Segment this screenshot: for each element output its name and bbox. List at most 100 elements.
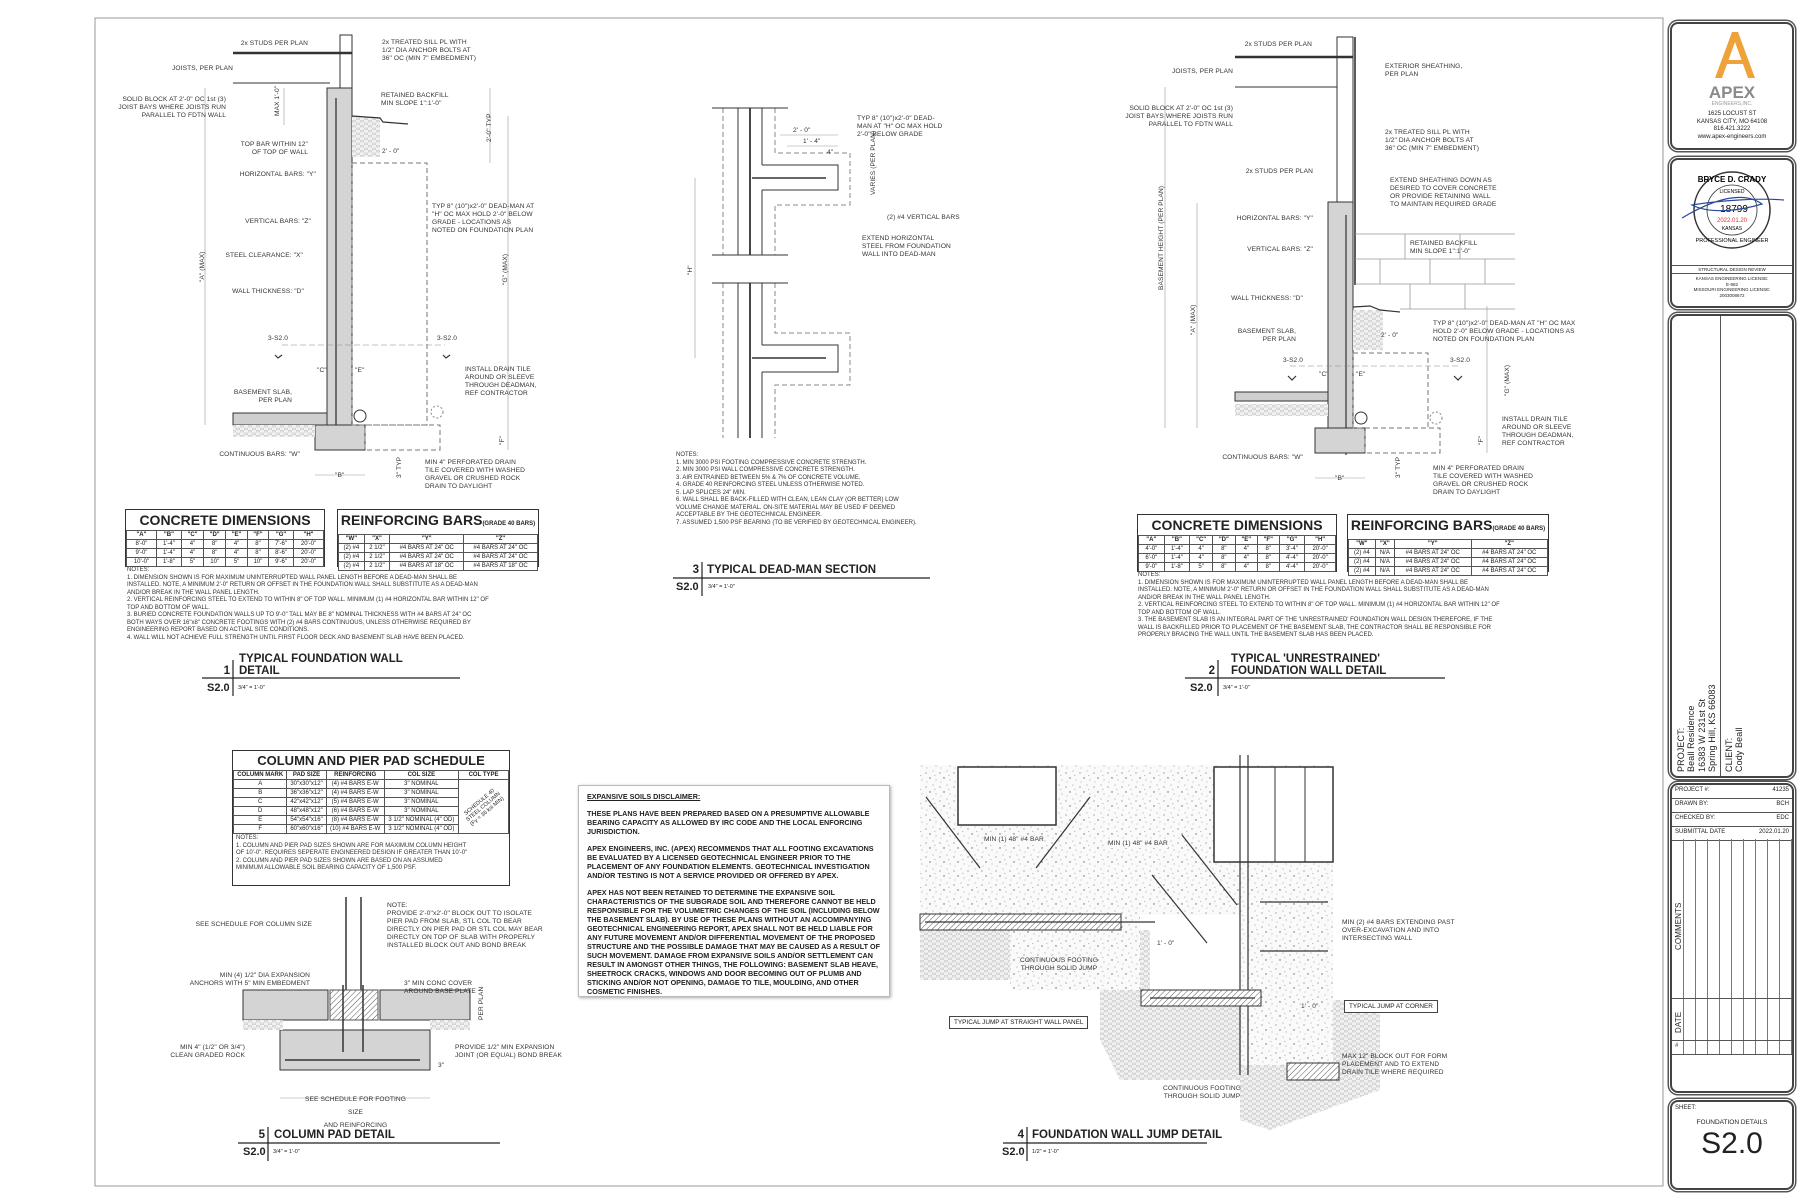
table-cell: 9'-6": [268, 557, 295, 567]
section-marker-left[interactable]: 3-S2.0: [1283, 357, 1304, 364]
table-cell: 3 1/2" NOMINAL (4" OD): [383, 815, 460, 825]
seal-name: BRYCE D. CRADY: [1698, 175, 1767, 184]
table-cell: E: [232, 815, 288, 825]
label-dim-1ft4: 1' - 4": [803, 138, 821, 145]
detail-5-sheet[interactable]: S2.0: [243, 1146, 266, 1158]
label-continuous-bars: CONTINUOUS BARS: "W": [219, 451, 300, 458]
label-per-plan: PER PLAN: [478, 986, 485, 1020]
label-backfill: RETAINED BACKFILL MIN SLOPE 1":1'-0": [1410, 240, 1478, 255]
section-marker-left[interactable]: 3-S2.0: [268, 335, 289, 342]
seal-state: KANSAS: [1722, 226, 1743, 232]
label-deadman: TYP 8" (10")x2'-0" DEAD- MAN AT "H" OC M…: [857, 115, 943, 138]
header-cell: "Z": [1470, 539, 1548, 549]
label-b: "B": [1335, 475, 1345, 482]
table-cell: 4": [225, 548, 248, 558]
header-cell: "H": [293, 530, 324, 540]
sheet-title: FOUNDATION DETAILS: [1696, 1119, 1768, 1126]
table-cell: 4": [225, 539, 248, 549]
label-bar-2: MIN (1) 48" #4 BAR: [1108, 840, 1168, 848]
info-value: EDC: [1776, 815, 1789, 821]
table-cell: 8": [1211, 553, 1236, 563]
concrete-dimensions-grid: "A""B""C""D""E""F""G""H"4'-0"1'-4"4"8"4"…: [1138, 535, 1336, 572]
table-cell: 20'-0": [1304, 553, 1336, 563]
label-varies: VARIES (PER PLAN): [870, 130, 877, 195]
label-dim-2: 1' - 0": [1301, 1003, 1319, 1010]
label-3in-typ: 3" TYP: [1395, 456, 1402, 478]
table-row: 6'-0"1'-4"4"8"4"8"4'-4"20'-0": [1138, 553, 1336, 563]
table-cell: 4'-4": [1278, 562, 1306, 572]
header-cell: "G": [1278, 535, 1306, 545]
table-cell: 4": [1234, 544, 1258, 554]
label-steel-clearance: STEEL CLEARANCE: "X": [225, 252, 303, 259]
label-basement-height: BASEMENT HEIGHT (PER PLAN): [1158, 185, 1165, 290]
table-cell: 60"x60"x16": [286, 824, 327, 834]
detail-2-number: 2: [1208, 665, 1215, 677]
firm-logo-box: APEX ENGINEERS,INC. 1625 LOCUST ST KANSA…: [1670, 22, 1794, 150]
column-pier-pad-schedule: COLUMN AND PIER PAD SCHEDULE COLUMN MARK…: [232, 750, 510, 886]
table-cell: 1'-8": [1163, 562, 1191, 572]
label-2ft-typ: 2'-0" TYP: [486, 113, 493, 142]
comments-label: COMMENTS: [1674, 902, 1683, 950]
detail-5-drawing: [242, 897, 471, 1099]
label-blockout-note: NOTE: PROVIDE 2'-0"x2'-0" BLOCK OUT TO I…: [387, 902, 543, 949]
detail-3-drawing: [694, 107, 851, 438]
table-cell: 6'-0": [1138, 553, 1165, 563]
section-marker-right[interactable]: 3-S2.0: [1450, 357, 1471, 364]
table-cell: A: [232, 779, 288, 789]
label-perforated-drain: MIN 4" PERFORATED DRAIN TILE COVERED WIT…: [1433, 465, 1533, 496]
schedule-notes: NOTES: 1. COLUMN AND PIER PAD SIZES SHOW…: [236, 835, 468, 871]
table-cell: 30"x30"x12": [286, 779, 327, 789]
logo-text: APEX: [1708, 83, 1756, 102]
table-cell: 3" NOMINAL: [383, 788, 460, 798]
label-solid-block: SOLID BLOCK AT 2'-0" OC 1st (3) JOIST BA…: [118, 96, 226, 119]
header-cell: "C": [180, 530, 205, 540]
sheet-number: S2.0: [1701, 1127, 1763, 1160]
table-cell: (5) #4 BARS E-W: [325, 797, 385, 807]
table-cell: #4 BARS AT 24" OC: [1394, 548, 1472, 558]
table-cell: 10": [203, 557, 227, 567]
header-cell: "A": [126, 530, 157, 540]
table-cell: 9'-0": [126, 548, 157, 558]
table-cell: 8": [203, 548, 227, 558]
detail-4-number: 4: [1017, 1129, 1024, 1141]
detail-4-sheet[interactable]: S2.0: [1002, 1146, 1025, 1158]
sheet-box: SHEET: FOUNDATION DETAILS S2.0: [1670, 1100, 1794, 1190]
label-a-max: "A" (MAX): [199, 251, 206, 283]
expansive-soils-disclaimer: EXPANSIVE SOILS DISCLAIMER: THESE PLANS …: [578, 785, 890, 997]
label-joists: JOISTS, PER PLAN: [172, 65, 233, 72]
col-type: SCHEDULE 40 STEEL COLUMN (Fy = 36 ksi MI…: [463, 787, 506, 827]
header-cell: "G": [268, 530, 295, 540]
label-b: "B": [335, 472, 345, 479]
info-value: 41235: [1772, 787, 1789, 793]
table-cell: 4": [180, 548, 205, 558]
label-f: "F": [499, 435, 506, 445]
header-cell: "A": [1138, 535, 1165, 545]
label-extend-steel: EXTEND HORIZONTAL STEEL FROM FOUNDATION …: [862, 235, 951, 258]
concrete-dimensions-grid: "A""B""C""D""E""F""G""H"8'-0"1'-4"4"8"4"…: [126, 530, 324, 567]
header-cell: "E": [225, 530, 248, 540]
detail-5-scale: 3/4" = 1'-0": [273, 1149, 300, 1155]
detail-2-title: TYPICAL 'UNRESTRAINED' FOUNDATION WALL D…: [1231, 653, 1387, 677]
detail-3-sheet[interactable]: S2.0: [676, 581, 699, 593]
detail-2-scale: 3/4" = 1'-0": [1223, 685, 1250, 691]
label-solid-block: SOLID BLOCK AT 2'-0" OC 1st (3) JOIST BA…: [1125, 105, 1233, 128]
label-vertical-bars: (2) #4 VERTICAL BARS: [887, 214, 960, 221]
table-cell: 2 1/2": [363, 543, 391, 553]
detail-1-sheet[interactable]: S2.0: [207, 682, 230, 694]
table-cell: N/A: [1374, 566, 1396, 576]
section-marker-right[interactable]: 3-S2.0: [437, 335, 458, 342]
seal-caption: STRUCTURAL DESIGN REVIEW: [1672, 265, 1792, 274]
table-cell: 5": [225, 557, 248, 567]
table-cell: 5": [180, 557, 205, 567]
detail-2-sheet[interactable]: S2.0: [1190, 682, 1213, 694]
table-cell: (8) #4 BARS E-W: [325, 815, 385, 825]
